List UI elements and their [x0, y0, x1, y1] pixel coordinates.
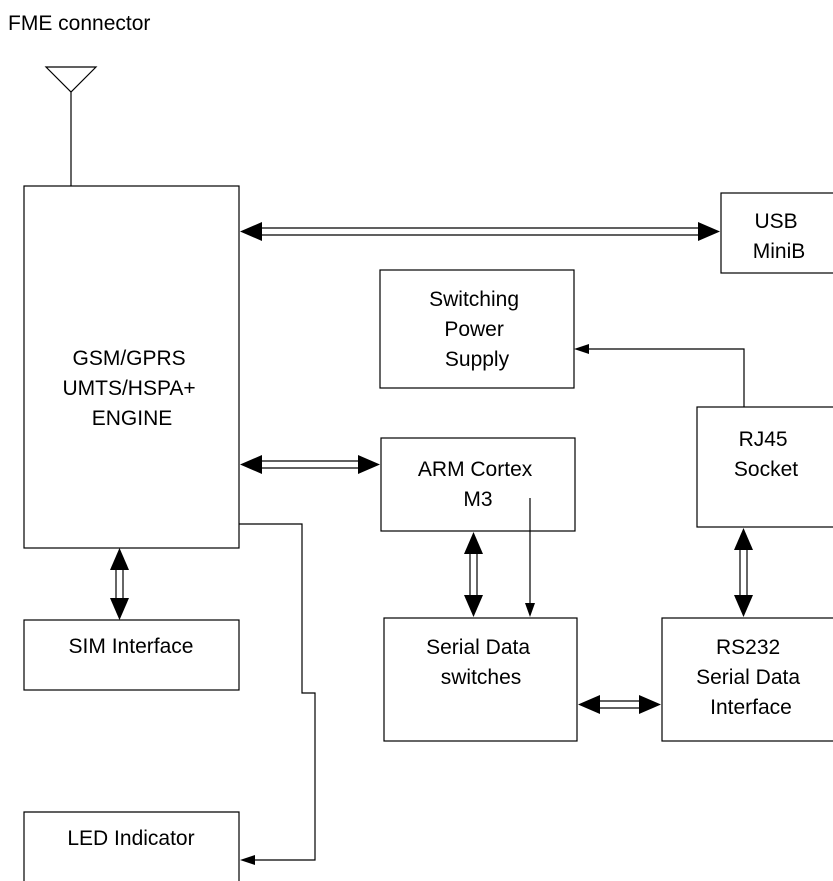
switching-power-supply-block: Switching Power Supply: [379, 269, 575, 389]
arm-switches-connector: [464, 532, 483, 617]
gsm-engine-block: GSM/GPRS UMTS/HSPA+ ENGINE: [23, 185, 240, 549]
svg-text:Serial Data switches: Serial Data switches: [426, 636, 536, 689]
switches-line-1: Serial Data: [426, 636, 530, 659]
usb-line-2: MiniB: [753, 240, 806, 263]
rj45-power-line: [574, 344, 745, 407]
engine-sim-connector: [110, 548, 129, 620]
engine-usb-connector: [240, 222, 720, 241]
usb-line-1: USB: [754, 210, 797, 233]
rs232-line-2: Serial Data: [696, 666, 800, 689]
led-indicator-block: LED Indicator: [23, 811, 240, 881]
svg-text:SIM Interface: SIM Interface: [69, 635, 194, 658]
svg-text:USB MiniB: USB MiniB: [753, 210, 806, 263]
svg-text:RJ45 Socket: RJ45 Socket: [734, 428, 798, 481]
engine-line-3: ENGINE: [92, 407, 173, 430]
engine-line-2: UMTS/HSPA+: [62, 377, 195, 400]
switches-line-2: switches: [441, 666, 522, 689]
led-line-1: LED Indicator: [67, 827, 194, 850]
rj45-line-2: Socket: [734, 458, 798, 481]
antenna-icon: [44, 66, 98, 186]
power-line-3: Supply: [445, 348, 510, 371]
rs232-interface-block: RS232 Serial Data Interface: [661, 617, 833, 742]
sim-interface-block: SIM Interface: [23, 619, 240, 691]
rj45-line-1: RJ45: [739, 428, 788, 451]
rs232-line-3: Interface: [710, 696, 792, 719]
arm-switches-control-line: [525, 498, 535, 617]
rs232-line-1: RS232: [716, 636, 780, 659]
rj45-socket-block: RJ45 Socket: [696, 406, 833, 528]
serial-data-switches-block: Serial Data switches: [383, 617, 578, 742]
engine-arm-connector: [240, 455, 380, 474]
arm-cortex-block: ARM Cortex M3: [380, 437, 576, 532]
arm-line-2: M3: [463, 488, 492, 511]
usb-minib-block: USB MiniB: [720, 192, 833, 274]
engine-led-line: [239, 523, 316, 865]
rj45-rs232-connector: [734, 528, 753, 617]
svg-text:ARM Cortex M3: ARM Cortex M3: [418, 458, 538, 511]
svg-text:GSM/GPRS UMTS/HSPA+: GSM/GPRS UMTS/HSPA+ ENGINE: [62, 347, 201, 430]
svg-text:RS232 Serial Data: RS232 Serial Data Interface: [696, 636, 806, 719]
arm-line-1: ARM Cortex: [418, 458, 533, 481]
svg-text:Switching Power Su: Switching Power Supply: [429, 288, 525, 371]
sim-line-1: SIM Interface: [69, 635, 194, 658]
switches-rs232-connector: [578, 695, 661, 714]
svg-text:LED Indicator: LED Indicator: [67, 827, 194, 850]
power-line-2: Power: [444, 318, 504, 341]
power-line-1: Switching: [429, 288, 519, 311]
fme-connector-label: FME connector: [8, 12, 150, 35]
engine-line-1: GSM/GPRS: [72, 347, 185, 370]
